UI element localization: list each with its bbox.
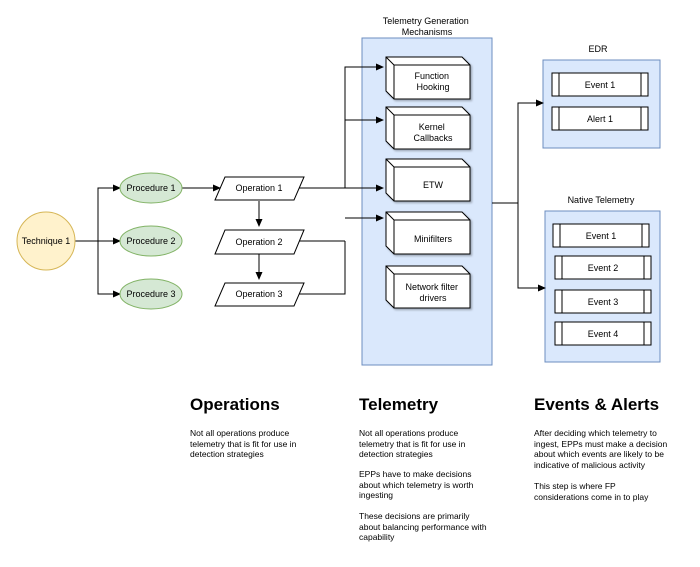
mechanism-label: Function Hooking: [414, 71, 451, 92]
procedure-node: [119, 225, 183, 257]
mechanism-label: ETW: [423, 180, 444, 190]
native-event-label: Event 3: [588, 297, 619, 307]
mechanism-kernel-callbacks: Kernel Callbacks: [385, 106, 471, 150]
mechanism-network-filter-drivers: Network filter drivers: [385, 265, 471, 309]
edge-op3-bus: [298, 241, 346, 295]
procedure-label: Procedure 2: [126, 236, 175, 246]
native-event: Event 2: [554, 255, 652, 280]
mechanism-etw: ETW: [385, 158, 471, 202]
operation-node: [214, 229, 305, 255]
native-event-label: Event 1: [586, 231, 617, 241]
edr-title: EDR: [588, 44, 608, 54]
telemetry-text-2: EPPs have to make decisions about which …: [359, 469, 474, 500]
edge-to-edr: [492, 99, 544, 204]
edge-op1-fh: [298, 63, 384, 189]
procedure-node: [119, 278, 183, 310]
telemetry-heading: Telemetry: [359, 395, 439, 414]
telemetry-text-1: Not all operations produce telemetry tha…: [359, 428, 466, 459]
native-event-label: Event 2: [588, 263, 619, 273]
operation-label: Operation 3: [235, 289, 282, 299]
edge-to-native: [517, 203, 546, 292]
edge-tech-proc1: [75, 184, 121, 242]
operation-label: Operation 2: [235, 237, 282, 247]
telemetry-panel-title: Telemetry Generation Mechanisms: [383, 16, 472, 37]
events-text-2: This step is where FP considerations com…: [534, 481, 649, 502]
procedure-label: Procedure 1: [126, 183, 175, 193]
edr-alert: Alert 1: [551, 106, 649, 131]
technique-label: Technique 1: [22, 236, 71, 246]
operations-heading: Operations: [190, 395, 280, 414]
mechanism-label: Kernel Callbacks: [413, 122, 453, 143]
mechanism-label: Minifilters: [414, 234, 453, 244]
events-text-1: After deciding which telemetry to ingest…: [534, 428, 668, 470]
edr-event-label: Alert 1: [587, 114, 613, 124]
procedure-label: Procedure 3: [126, 289, 175, 299]
operation-node: [214, 176, 305, 201]
events-heading: Events & Alerts: [534, 395, 660, 414]
native-event: Event 1: [552, 223, 650, 248]
operation-label: Operation 1: [235, 183, 282, 193]
mechanism-minifilters: Minifilters: [385, 211, 471, 255]
edge-tech-proc3: [75, 240, 121, 298]
native-event-label: Event 4: [588, 329, 619, 339]
telemetry-text-3: These decisions are primarily about bala…: [359, 511, 487, 542]
mechanism-label: Network filter drivers: [405, 282, 460, 303]
technique-node: [16, 211, 76, 271]
native-event: Event 3: [554, 289, 652, 314]
operation-node: [214, 282, 305, 307]
native-title: Native Telemetry: [568, 195, 635, 205]
edr-event-label: Event 1: [585, 80, 616, 90]
edr-event: Event 1: [551, 72, 649, 97]
native-event: Event 4: [554, 321, 652, 346]
procedure-node: [119, 172, 183, 204]
mechanism-function-hooking: Function Hooking: [385, 56, 471, 100]
operations-text: Not all operations produce telemetry tha…: [190, 428, 297, 459]
